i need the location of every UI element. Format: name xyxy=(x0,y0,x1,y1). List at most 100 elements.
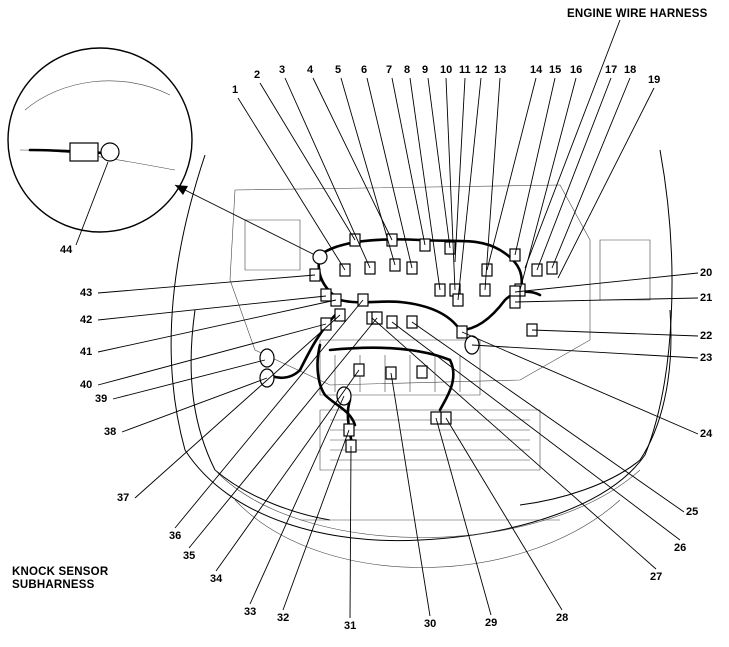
callout-39: 39 xyxy=(95,393,108,405)
callout-21: 21 xyxy=(700,292,713,304)
callout-42: 42 xyxy=(80,314,93,326)
leader-44 xyxy=(75,161,109,246)
battery-box xyxy=(599,239,651,301)
engine-cover xyxy=(229,184,591,386)
callout-37: 37 xyxy=(117,492,130,504)
leader-42 xyxy=(97,295,327,321)
leader-19 xyxy=(557,87,655,279)
callout-18: 18 xyxy=(624,64,637,76)
callout-41: 41 xyxy=(80,346,93,358)
callout-10: 10 xyxy=(440,64,453,76)
callout-15: 15 xyxy=(549,64,562,76)
leader-10 xyxy=(445,77,456,291)
inset-ground-bolt xyxy=(100,142,120,162)
callout-6: 6 xyxy=(361,64,368,76)
leader-4 xyxy=(312,77,393,241)
fender-right xyxy=(519,309,672,506)
callout-19: 19 xyxy=(648,74,661,86)
leader-31 xyxy=(349,445,352,619)
callout-29: 29 xyxy=(485,617,498,629)
callout-4: 4 xyxy=(307,64,314,76)
leader-24 xyxy=(461,331,699,435)
leader-9 xyxy=(427,77,451,249)
callout-11: 11 xyxy=(459,64,471,76)
leader-14 xyxy=(486,77,537,271)
leader-11 xyxy=(454,77,466,263)
callout-28: 28 xyxy=(556,612,569,624)
harness-knock xyxy=(346,398,354,447)
detail-inset-circle xyxy=(7,47,193,233)
leader-12 xyxy=(457,77,482,301)
callout-2: 2 xyxy=(254,69,261,81)
callout-25: 25 xyxy=(686,506,699,518)
harness-front-right xyxy=(328,346,455,412)
callout-3: 3 xyxy=(279,64,286,76)
callout-26: 26 xyxy=(674,542,687,554)
leader-30 xyxy=(390,372,431,617)
callout-20: 20 xyxy=(700,267,713,279)
leader-2 xyxy=(259,82,356,241)
knock-sensor-label-line2: SUBHARNESS xyxy=(12,579,95,591)
leader-1 xyxy=(237,97,346,271)
inset-sketch-1 xyxy=(24,80,171,111)
intake-manifold xyxy=(319,339,481,396)
inset-arrowhead xyxy=(175,185,188,195)
ground-point xyxy=(312,249,328,265)
callout-12: 12 xyxy=(475,64,488,76)
callout-44: 44 xyxy=(60,244,73,256)
leader-17 xyxy=(536,77,612,271)
callout-34: 34 xyxy=(210,573,223,585)
leader-33 xyxy=(249,395,345,605)
leader-3 xyxy=(284,77,371,269)
sensor-1 xyxy=(259,348,275,368)
leader-23 xyxy=(471,344,699,359)
callout-13: 13 xyxy=(494,64,507,76)
leader-26 xyxy=(391,321,681,541)
leader-37 xyxy=(134,314,341,499)
callout-31: 31 xyxy=(344,620,357,632)
title-leader xyxy=(524,19,621,269)
leader-22 xyxy=(531,329,699,337)
callout-8: 8 xyxy=(404,64,411,76)
callout-7: 7 xyxy=(386,64,393,76)
leader-28 xyxy=(445,417,563,611)
callout-35: 35 xyxy=(183,550,196,562)
callout-33: 33 xyxy=(244,606,257,618)
callout-5: 5 xyxy=(335,64,342,76)
callout-16: 16 xyxy=(570,64,583,76)
leader-25 xyxy=(411,321,685,513)
inset-arrow-line xyxy=(174,184,316,256)
callout-17: 17 xyxy=(605,64,618,76)
leader-41 xyxy=(97,299,337,353)
leader-20 xyxy=(514,272,699,293)
inset-connector xyxy=(69,142,99,162)
leader-5 xyxy=(340,77,396,266)
callout-23: 23 xyxy=(700,352,713,364)
leader-7 xyxy=(391,77,426,246)
leader-29 xyxy=(435,417,492,616)
leader-15 xyxy=(514,77,556,256)
connector-37 xyxy=(416,365,428,379)
callout-40: 40 xyxy=(80,379,93,391)
callout-32: 32 xyxy=(277,612,290,624)
leader-6 xyxy=(366,77,413,269)
diagram-title: ENGINE WIRE HARNESS xyxy=(567,8,708,20)
knock-sensor-label-line1: KNOCK SENSOR xyxy=(12,566,109,578)
callout-43: 43 xyxy=(80,287,93,299)
leader-34 xyxy=(215,369,360,572)
callout-38: 38 xyxy=(104,426,117,438)
fender-left xyxy=(190,309,331,521)
callout-36: 36 xyxy=(169,530,182,542)
leader-38 xyxy=(121,377,268,433)
leader-16 xyxy=(519,77,577,291)
hood-outline xyxy=(170,149,673,542)
callout-14: 14 xyxy=(530,64,543,76)
radiator-fins xyxy=(330,419,530,461)
leader-39 xyxy=(112,359,266,400)
callout-22: 22 xyxy=(700,330,713,342)
fuse-box xyxy=(244,219,301,271)
leader-32 xyxy=(282,429,350,611)
leader-18 xyxy=(551,77,631,269)
callout-27: 27 xyxy=(650,571,663,583)
